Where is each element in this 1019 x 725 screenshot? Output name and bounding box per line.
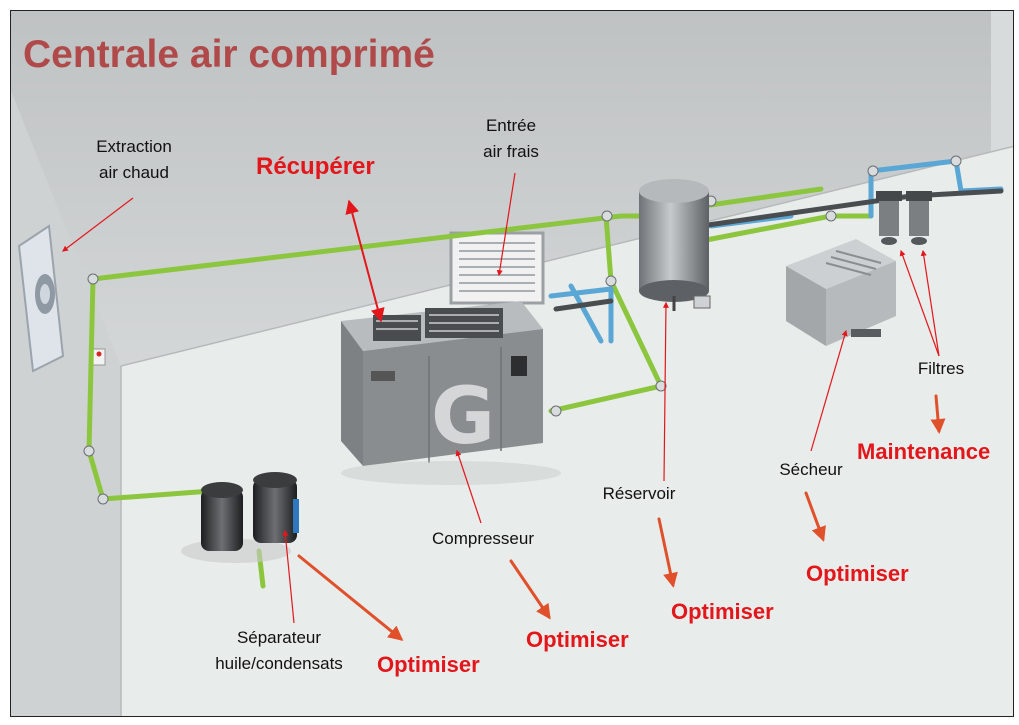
compressor-unit: G [341,301,561,485]
page-title: Centrale air comprimé [23,33,435,76]
fresh-air-louvre [449,231,545,305]
pointer-lines [62,172,940,624]
compressor-logo: G [431,372,495,462]
receiver-tank [639,179,711,311]
label-separateur-line1: Séparateur [236,628,322,647]
extraction-fan [17,224,65,373]
filters [876,191,932,245]
label-extraction-line1: Extraction [96,137,172,156]
action-arrows [297,394,946,641]
action-optimiser-compresseur: Optimiser [526,627,629,652]
label-filtres: Filtres [917,359,965,378]
label-reservoir: Réservoir [602,484,676,503]
action-maintenance: Maintenance [857,439,991,464]
label-extraction-line2: air chaud [99,163,169,182]
label-separateur: Séparateur huile/condensats [201,625,357,677]
label-entree: Entrée air frais [471,113,551,165]
action-optimiser-secheur: Optimiser [806,561,909,586]
dryer-unit [786,239,896,346]
action-optimiser-separateur: Optimiser [377,652,480,677]
action-optimiser-reservoir: Optimiser [671,599,774,624]
action-recuperer: Récupérer [256,153,375,180]
plant-room-scene: G [11,11,1013,716]
separator-unit [181,472,299,563]
label-entree-line2: air frais [483,142,539,161]
label-separateur-line2: huile/condensats [215,654,343,673]
recuperer-arrow [345,199,385,323]
label-entree-line1: Entrée [485,116,537,135]
label-secheur: Sécheur [779,460,843,479]
label-extraction: Extraction air chaud [79,134,189,186]
diagram-frame: G [10,10,1014,717]
label-compresseur: Compresseur [431,529,535,548]
